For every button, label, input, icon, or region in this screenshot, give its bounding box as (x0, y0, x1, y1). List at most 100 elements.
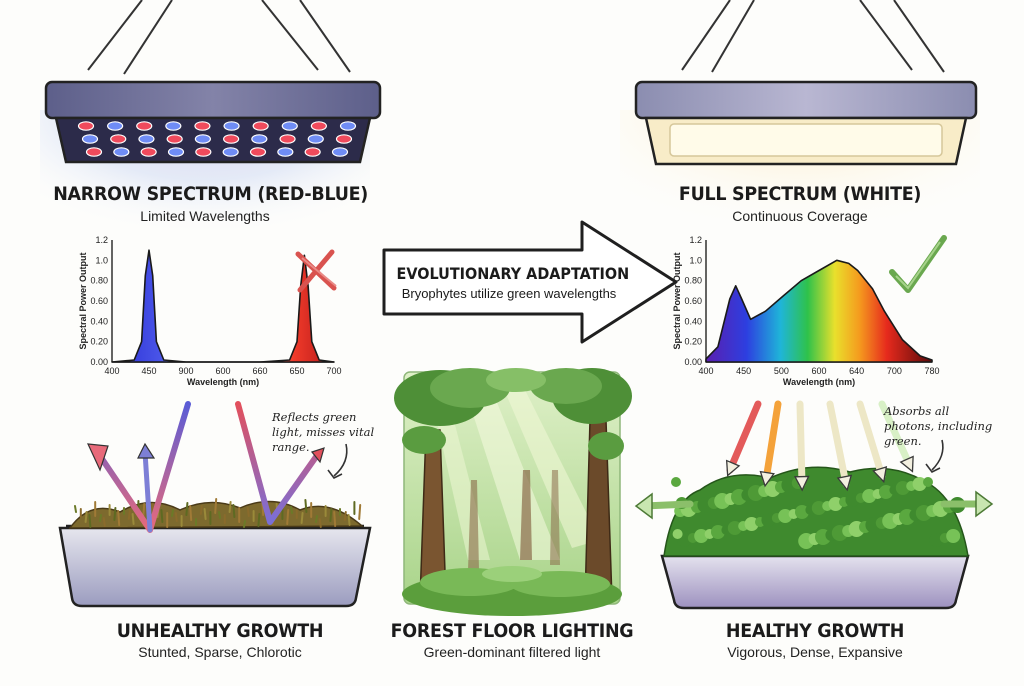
full-spectrum-grow-light (620, 0, 980, 280)
reflected-light-rays (87, 401, 348, 533)
led (335, 134, 353, 144)
led (277, 147, 294, 157)
moss-strand (174, 512, 178, 522)
moss-clump (811, 501, 826, 515)
moss-strand (290, 506, 293, 514)
led (307, 134, 324, 144)
light-ray (826, 400, 850, 488)
led (304, 147, 321, 157)
moss-strand (333, 511, 337, 527)
x-tick-label: 640 (849, 366, 864, 376)
moss-clump (671, 477, 681, 487)
led (222, 147, 239, 157)
ray-arrowhead (872, 466, 888, 484)
moss-strand (257, 513, 261, 527)
spectrum-area (705, 259, 933, 363)
hanging-cable (299, 0, 351, 73)
ray-arrowhead (759, 470, 775, 488)
full-spectrum-subtitle: Continuous Coverage (732, 208, 868, 224)
healthy-growth-title: HEALTHY GROWTH (725, 620, 905, 642)
forest-floor-subtitle: Green-dominant filtered light (423, 644, 601, 660)
healthy-growth-subtitle: Vigorous, Dense, Expansive (727, 644, 903, 660)
y-tick-label: 0.00 (90, 357, 108, 367)
y-tick-label: 0.20 (684, 337, 702, 347)
y-tick-label: 1.2 (689, 235, 702, 245)
forest-floor-title: FOREST FLOOR LIGHTING (390, 620, 634, 642)
tree-trunks (419, 419, 613, 601)
moss-clump (672, 529, 683, 539)
x-tick-label: 660 (252, 366, 267, 376)
moss-strand (347, 514, 351, 526)
narrow-spectrum-subtitle: Limited Wavelengths (140, 208, 270, 224)
y-tick-label: 0.40 (684, 316, 702, 326)
x-tick-label: 700 (326, 366, 341, 376)
moss-clump (828, 497, 843, 511)
led (251, 134, 268, 144)
moss-strand (329, 508, 333, 522)
dense-green-moss (663, 466, 969, 557)
moss-clump (727, 521, 742, 535)
moss-strand (131, 513, 135, 525)
moss-clump (912, 477, 927, 491)
led (113, 147, 130, 157)
led (138, 134, 155, 144)
ray-arrowhead (836, 474, 853, 492)
moss-strand (117, 510, 121, 526)
x-tick-label: 600 (811, 366, 826, 376)
moss-clump (929, 533, 944, 547)
reflect-note: Reflects green light, misses vital range… (272, 410, 375, 454)
led (167, 147, 185, 157)
y-tick-label: 0.60 (90, 296, 108, 306)
forest-moss-floor (402, 566, 622, 616)
moss-clump (795, 505, 809, 519)
led (252, 121, 269, 131)
moss-strand (185, 502, 189, 516)
x-tick-label: 900 (178, 366, 193, 376)
led (223, 134, 240, 144)
moss-strand (88, 514, 92, 528)
led (81, 134, 99, 144)
moss-clump (744, 517, 759, 531)
absorb-note: Absorbs all photons, including green. (884, 404, 993, 448)
check-icon (889, 235, 947, 293)
moss-strand (304, 499, 308, 513)
lamp-diffuser (669, 123, 943, 157)
x-tick-label: 700 (887, 366, 902, 376)
moss-strand (315, 515, 318, 523)
led (223, 121, 240, 131)
light-ray (856, 400, 886, 480)
moss-strand (171, 509, 174, 517)
forest-floor-scene (394, 368, 632, 616)
arrow-title: EVOLUTIONARY ADAPTATION (396, 264, 630, 283)
moss-strand (84, 511, 88, 523)
light-ray (878, 400, 914, 470)
ray-arrowhead (725, 459, 741, 477)
y-tick-label: 0.80 (684, 276, 702, 286)
led (194, 134, 211, 144)
narrow-spectrum-title: NARROW SPECTRUM (RED-BLUE) (53, 183, 368, 205)
x-tick-label: 600 (215, 366, 230, 376)
x-tick-label: 400 (698, 366, 713, 376)
moss-clump (761, 513, 776, 527)
y-tick-label: 1.0 (95, 255, 108, 265)
led-array (77, 121, 357, 157)
x-tick-label: 450 (141, 366, 156, 376)
moss-strand (74, 505, 77, 513)
ray-arrowhead (793, 475, 810, 492)
led (77, 121, 95, 131)
y-tick-label: 0.20 (90, 337, 108, 347)
moss-clump (845, 493, 860, 507)
sparse-brown-moss (68, 498, 364, 529)
hanging-cable (681, 0, 731, 71)
moss-strand (300, 512, 304, 524)
x-tick-label: 450 (736, 366, 751, 376)
y-tick-label: 0.80 (90, 276, 108, 286)
moss-strand (189, 505, 193, 521)
adaptation-arrow (382, 220, 678, 344)
hanging-cable (123, 0, 173, 75)
led (331, 147, 349, 157)
x-tick-label: 650 (289, 366, 304, 376)
lamp-housing (634, 80, 978, 120)
